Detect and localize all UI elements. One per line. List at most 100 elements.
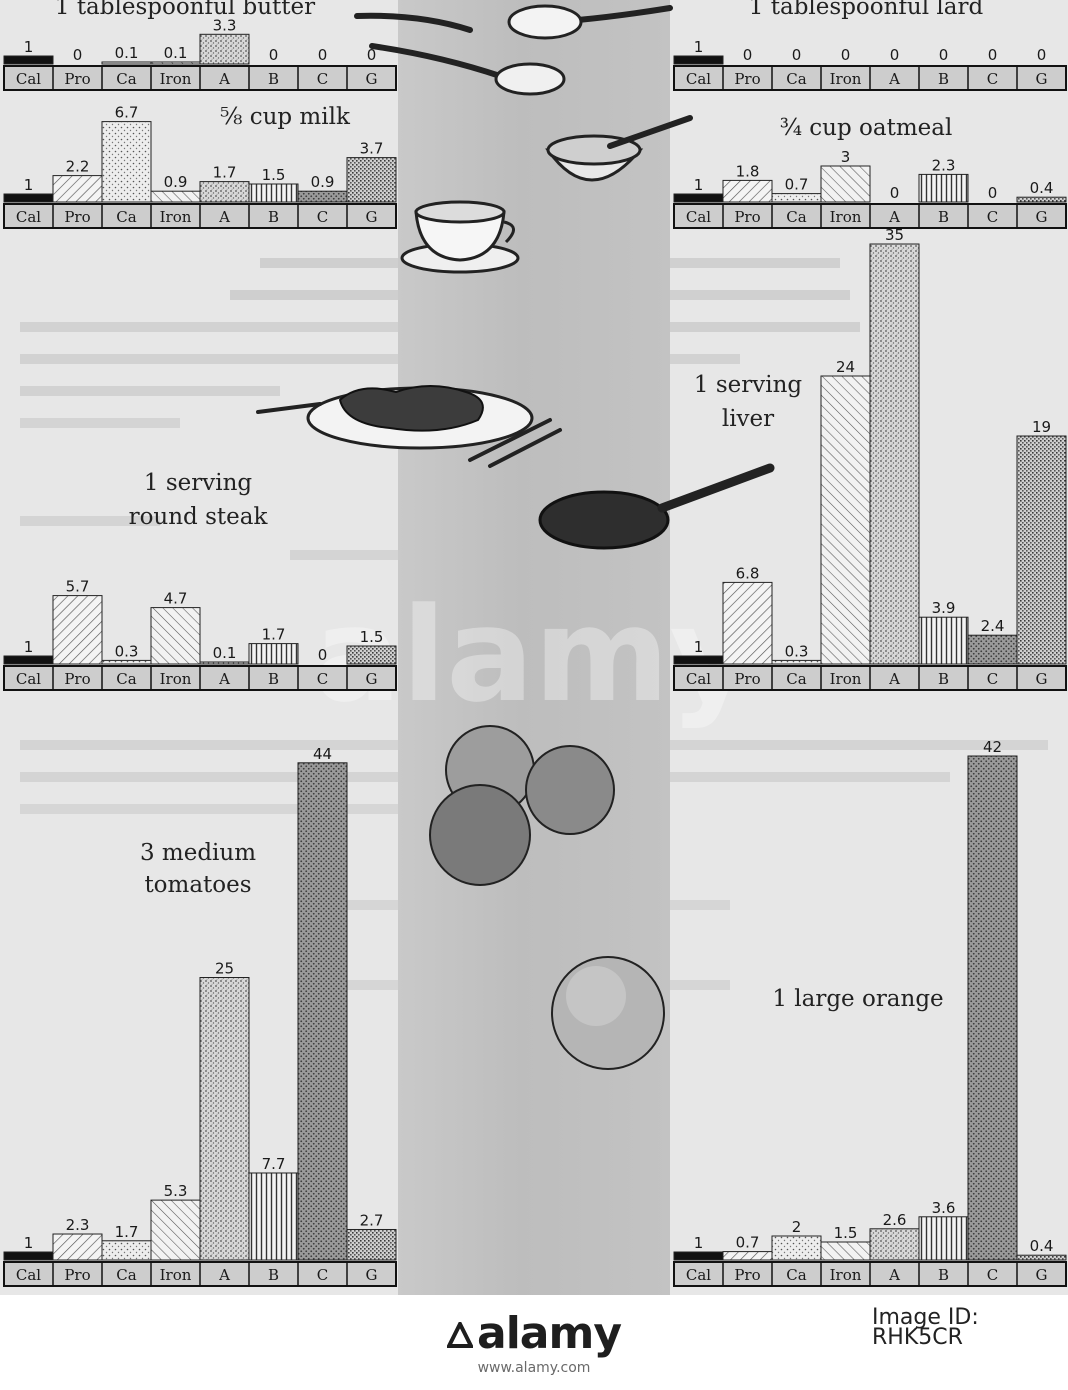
bar-a <box>199 661 250 665</box>
data-label: 0.1 <box>213 644 237 662</box>
bar-b <box>918 1216 969 1261</box>
data-label: 1 <box>24 38 34 56</box>
data-label: 2.6 <box>883 1211 907 1229</box>
bar-ca <box>101 121 152 203</box>
bar-cal <box>3 655 54 665</box>
data-label: 1.5 <box>262 166 286 184</box>
bar-pro <box>52 1233 103 1261</box>
data-label: 5.7 <box>66 578 90 596</box>
data-label: 3.9 <box>932 599 956 617</box>
category-tick-label: A <box>218 670 230 688</box>
bar-a <box>199 181 250 203</box>
category-tick-label: Cal <box>686 1266 711 1284</box>
data-label: 1.8 <box>736 162 760 180</box>
bar-ca <box>101 1240 152 1261</box>
data-label: 0.4 <box>1030 179 1054 197</box>
category-tick-label: Pro <box>734 1266 760 1284</box>
data-label: 0 <box>890 46 900 64</box>
category-tick-label: Ca <box>786 208 806 226</box>
data-label: 0 <box>939 46 949 64</box>
data-label: 3.6 <box>932 1199 956 1217</box>
data-label: 0 <box>318 46 328 64</box>
category-tick-label: Pro <box>64 208 90 226</box>
bar-g <box>346 157 397 203</box>
category-tick-label: Ca <box>786 70 806 88</box>
chart-title: 1 tablespoonful butter <box>55 0 315 20</box>
data-label: 2.4 <box>981 617 1005 635</box>
category-tick-label: Cal <box>686 670 711 688</box>
category-tick-label: Cal <box>16 208 41 226</box>
data-label: 44 <box>313 745 332 763</box>
bar-cal <box>3 1251 54 1261</box>
data-label: 1.7 <box>115 1223 139 1241</box>
bar-iron <box>150 61 201 65</box>
category-tick-label: C <box>317 1266 328 1284</box>
category-tick-label: B <box>268 70 279 88</box>
category-tick-label: C <box>987 1266 998 1284</box>
category-tick-label: B <box>268 208 279 226</box>
data-label: 0 <box>890 184 900 202</box>
data-label: 0 <box>743 46 753 64</box>
data-label: 3.3 <box>213 16 237 34</box>
category-tick-label: Ca <box>786 670 806 688</box>
data-label: 2.3 <box>66 1216 90 1234</box>
data-label: 0.1 <box>115 44 139 62</box>
category-tick-label: B <box>938 1266 949 1284</box>
category-tick-label: B <box>938 208 949 226</box>
category-tick-label: Iron <box>160 1266 192 1284</box>
bar-iron <box>150 607 201 665</box>
frying-pan-icon <box>538 463 775 550</box>
data-label: 3 <box>841 148 851 166</box>
category-tick-label: Pro <box>64 70 90 88</box>
data-label: 1.5 <box>360 628 384 646</box>
cup-icon <box>400 200 520 274</box>
category-tick-label: Pro <box>64 670 90 688</box>
bar-a <box>199 33 250 65</box>
category-tick-label: Ca <box>116 70 136 88</box>
bar-c <box>967 755 1018 1261</box>
category-tick-label: G <box>1036 670 1048 688</box>
category-tick-label: Cal <box>16 670 41 688</box>
category-tick-label: Iron <box>160 70 192 88</box>
category-tick-label: G <box>1036 70 1048 88</box>
data-label: 0 <box>792 46 802 64</box>
category-tick-label: Cal <box>686 70 711 88</box>
category-tick-label: Ca <box>786 1266 806 1284</box>
category-tick-label: C <box>317 670 328 688</box>
bar-b <box>918 616 969 665</box>
bar-c <box>297 762 348 1261</box>
category-tick-label: A <box>888 1266 900 1284</box>
category-tick-label: C <box>317 70 328 88</box>
category-tick-label: G <box>366 670 378 688</box>
bar-a <box>869 1228 920 1261</box>
bar-iron <box>820 165 871 203</box>
category-tick-label: G <box>366 1266 378 1284</box>
category-tick-label: C <box>987 70 998 88</box>
bar-cal <box>673 1251 724 1261</box>
data-label: 0 <box>841 46 851 64</box>
data-label: 0 <box>367 46 377 64</box>
bar-iron <box>820 375 871 665</box>
data-label: 1 <box>694 176 704 194</box>
bar-a <box>869 243 920 665</box>
chart-title: tomatoes <box>144 872 251 898</box>
bar-cal <box>673 193 724 203</box>
bar-iron <box>820 1241 871 1261</box>
category-tick-label: C <box>317 208 328 226</box>
bar-ca <box>771 193 822 203</box>
category-tick-label: Pro <box>734 208 760 226</box>
category-tick-label: A <box>218 70 230 88</box>
data-label: 2.7 <box>360 1211 384 1229</box>
data-label: 0.7 <box>785 176 809 194</box>
bar-a <box>199 977 250 1261</box>
category-tick-label: Ca <box>116 1266 136 1284</box>
category-tick-label: A <box>888 208 900 226</box>
data-label: 24 <box>836 358 855 376</box>
bar-ca <box>771 1235 822 1261</box>
category-tick-label: Iron <box>160 670 192 688</box>
